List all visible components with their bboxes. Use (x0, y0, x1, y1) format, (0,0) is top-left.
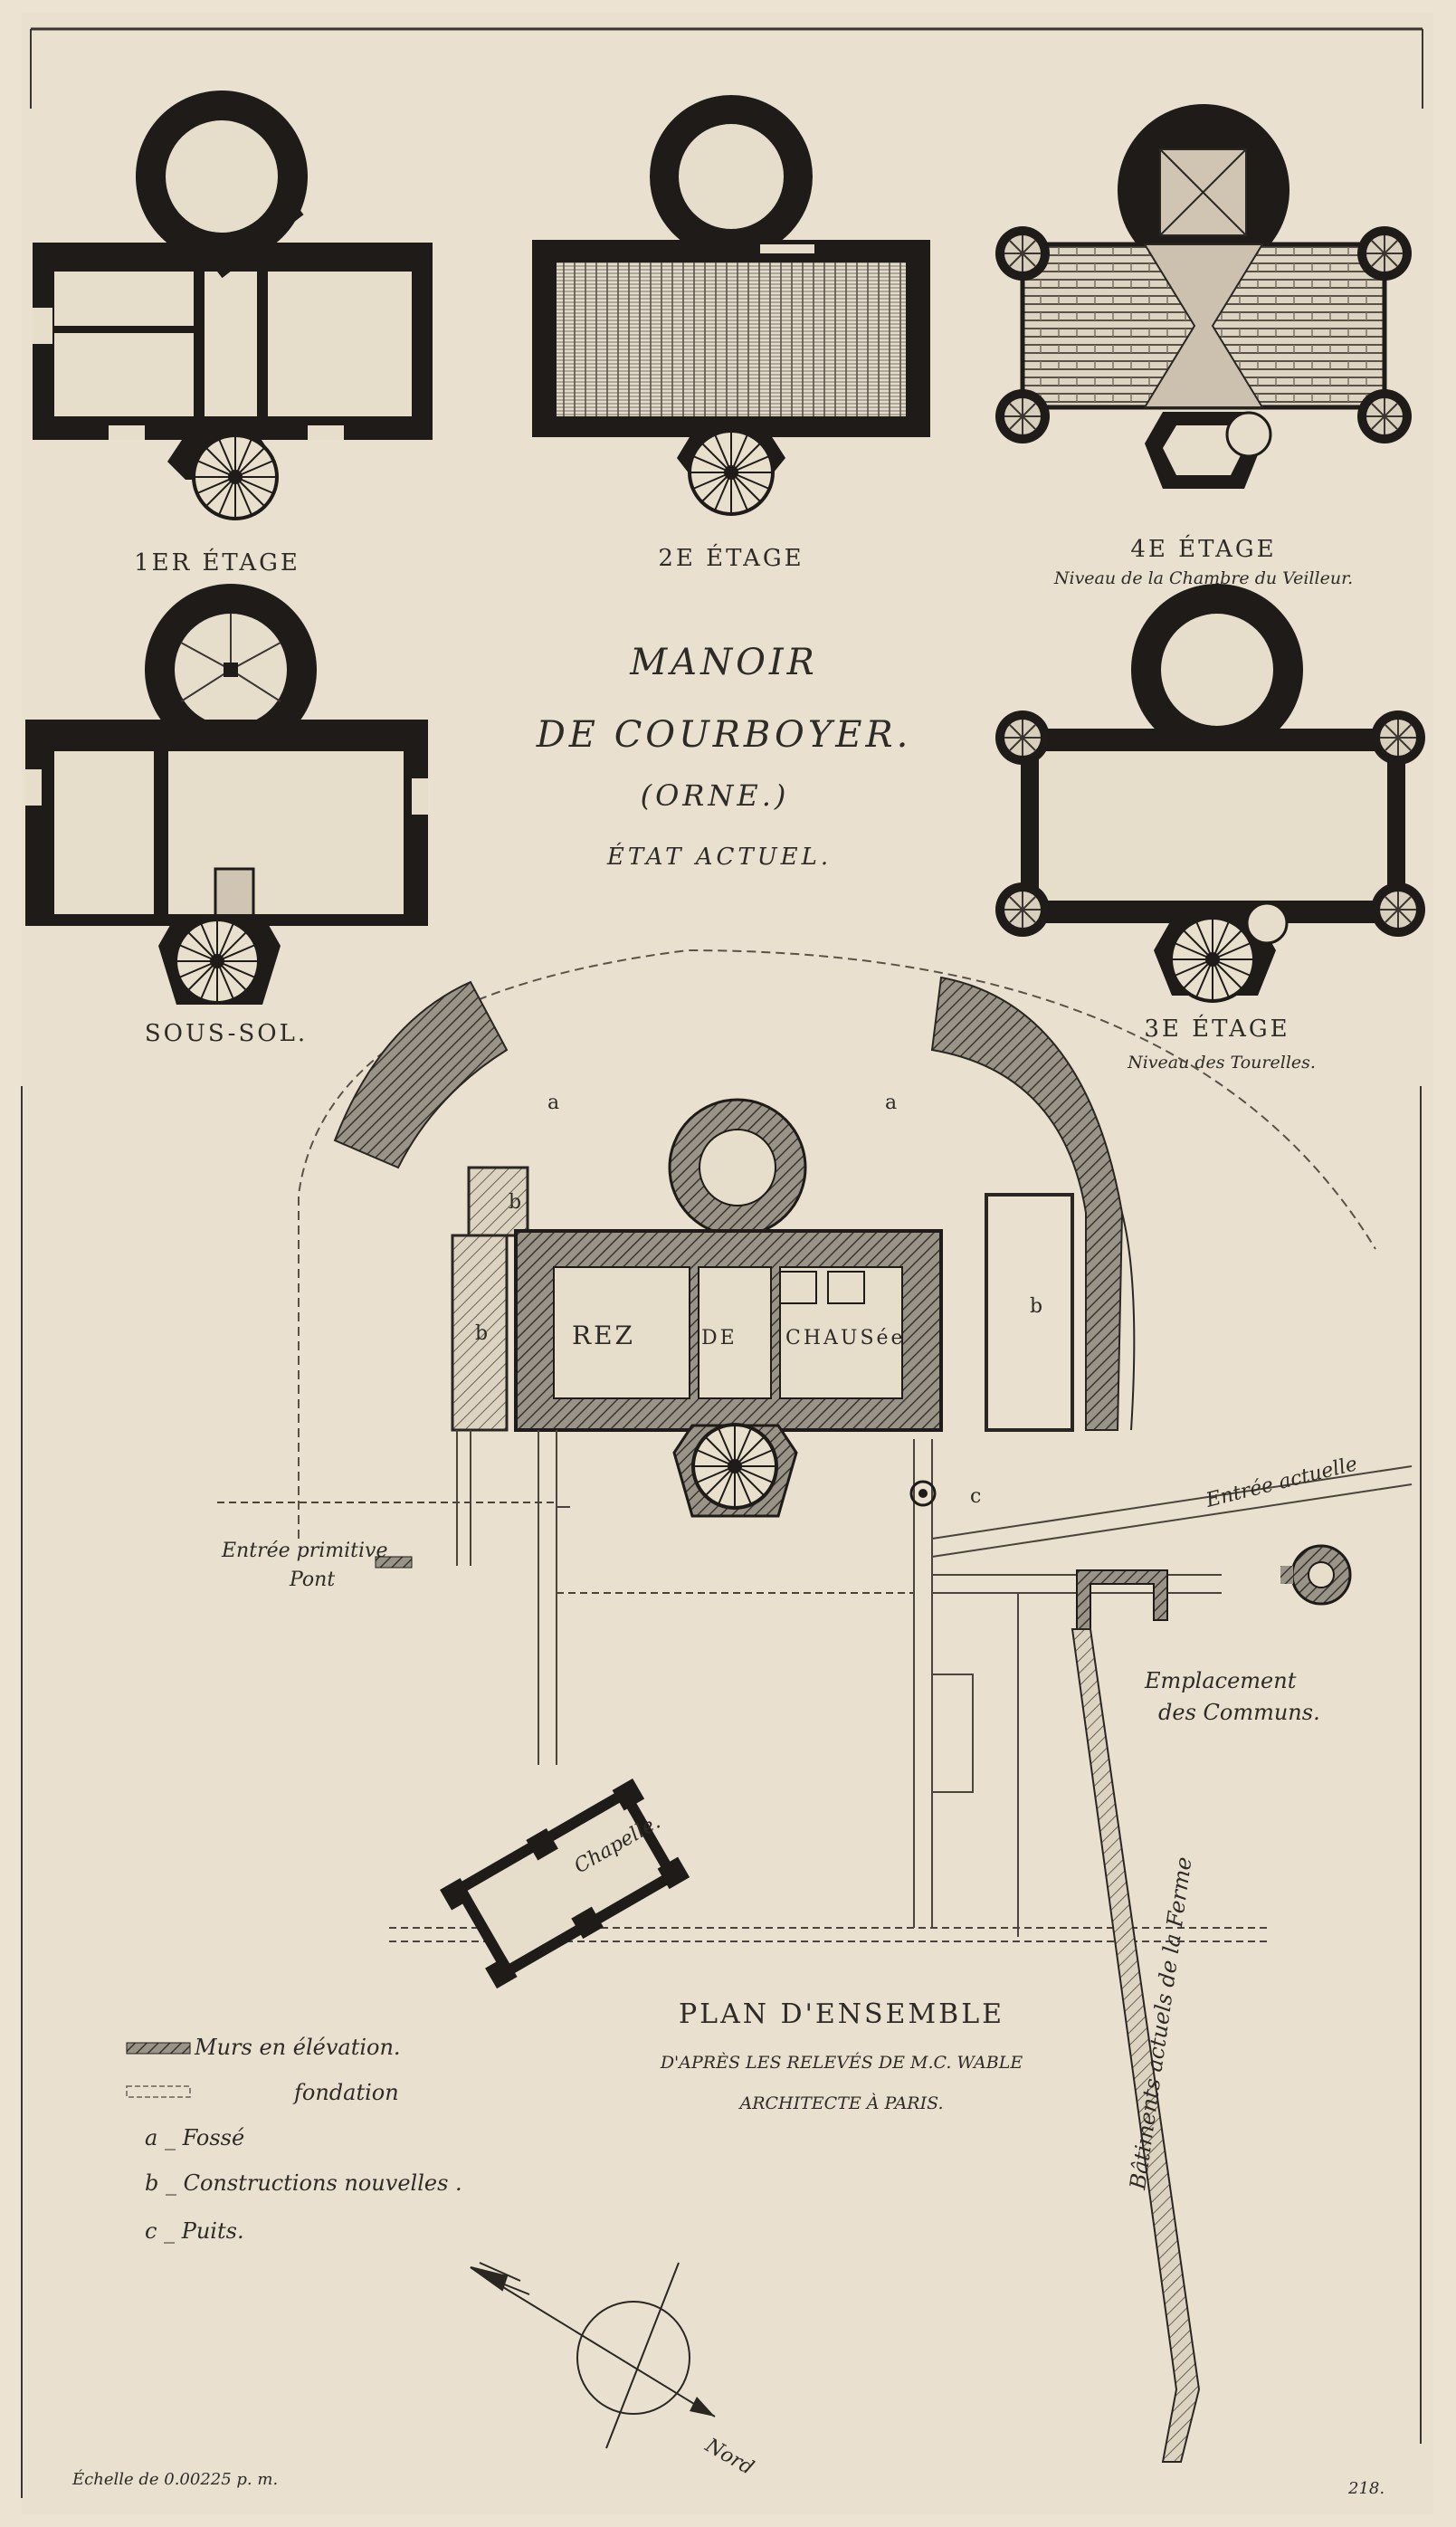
label-new-construction-3: b (1030, 1295, 1042, 1318)
label-rez: REZ (572, 1321, 635, 1350)
label-new-construction-2: b (475, 1322, 488, 1345)
legend-foundation: fondation (292, 2080, 399, 2105)
title-block: MANOIR DE COURBOYER. (ORNE.) ÉTAT ACTUEL… (536, 642, 912, 871)
legend-a: a _ Fossé (145, 2125, 244, 2150)
label-communs: des Communs. (1158, 1700, 1320, 1725)
label-pont: Pont (289, 1569, 335, 1591)
caption-fourth-floor-sub: Niveau de la Chambre du Veilleur. (1053, 568, 1353, 588)
legend: Murs en élévation. fondation a _ Fossé b… (126, 2035, 462, 2244)
plan-third-floor (994, 584, 1426, 1003)
label-moat-left: a (547, 1092, 559, 1114)
north-compass (470, 2262, 716, 2449)
caption-second-floor: 2E ÉTAGE (658, 543, 804, 572)
legend-c: c _ Puits. (145, 2218, 244, 2244)
caption-third-floor-sub: Niveau des Tourelles. (1127, 1053, 1316, 1073)
caption-fourth-floor: 4E ÉTAGE (1130, 534, 1276, 563)
site-plan (217, 949, 1413, 2463)
scale-note: Échelle de 0.00225 p. m. (71, 2468, 278, 2489)
legend-swatch-foundation (126, 2085, 191, 2098)
plan-fourth-floor (994, 104, 1413, 489)
label-emplacement: Emplacement (1144, 1668, 1297, 1693)
plan-cellar (25, 584, 428, 1005)
plan-title-line-2: D'APRÈS LES RELEVÉS DE M.C. WABLE (660, 2052, 1023, 2073)
label-chaussee: CHAUSée (785, 1327, 906, 1349)
label-de: DE (701, 1327, 738, 1349)
plan-title-line-3: ARCHITECTE À PARIS. (738, 2093, 943, 2113)
label-well: c (970, 1485, 981, 1508)
legend-b: b _ Constructions nouvelles . (145, 2170, 462, 2196)
title-line-2: DE COURBOYER. (536, 714, 912, 756)
caption-first-floor: 1ER ÉTAGE (134, 548, 300, 577)
title-line-4: ÉTAT ACTUEL. (606, 842, 832, 871)
title-line-3: (ORNE.) (641, 778, 790, 813)
caption-third-floor: 3E ÉTAGE (1144, 1014, 1289, 1043)
label-entree-primitive: Entrée primitive (221, 1540, 387, 1562)
legend-walls: Murs en élévation. (194, 2035, 401, 2060)
legend-swatch-walls (126, 2042, 191, 2055)
plan-title-line-1: PLAN D'ENSEMBLE (679, 1998, 1004, 2030)
plan-first-floor (33, 91, 433, 520)
page-number: 218. (1347, 2479, 1385, 2498)
caption-cellar: SOUS-SOL. (145, 1020, 308, 1047)
plan-second-floor (532, 95, 930, 516)
label-new-construction-1: b (509, 1191, 521, 1214)
title-line-1: MANOIR (629, 642, 818, 683)
label-moat-right: a (885, 1092, 897, 1114)
